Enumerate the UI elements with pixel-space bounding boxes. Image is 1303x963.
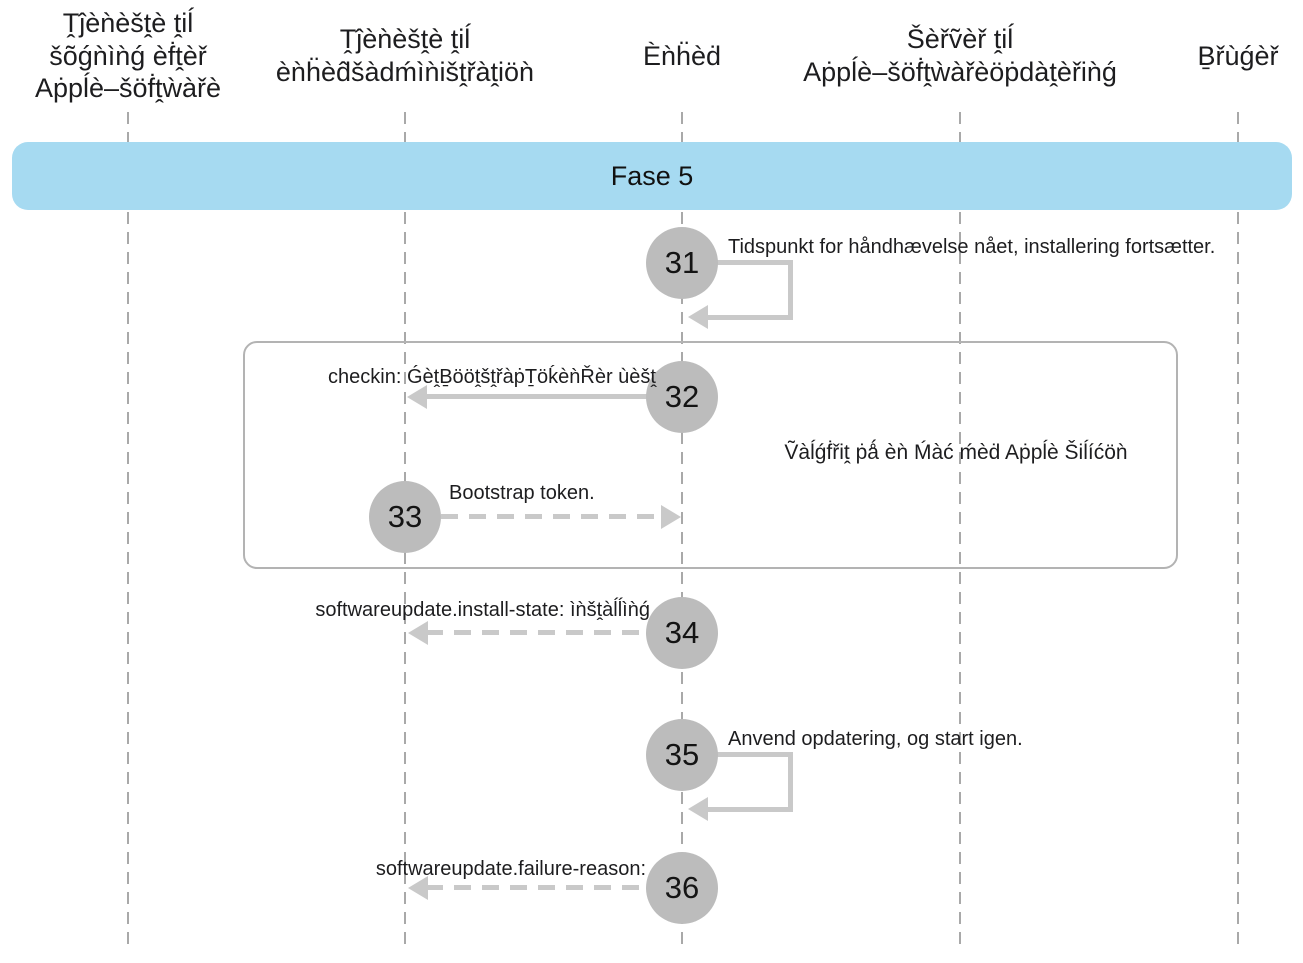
phase-banner-label: Fase 5 — [610, 160, 694, 191]
column-header-mdm-service: Ṱĵèǹèšṱè ṱiĺ èǹḧèd̂šàdḿìǹišṱřàṱiöǹ — [275, 24, 535, 87]
step-number: 31 — [664, 245, 700, 280]
arrowhead-right-icon — [661, 505, 681, 529]
dashed-arrow-line-33 — [441, 514, 663, 519]
step-label-32: checkin: ǴèṱḆööṱšṱřàṗṮöḱèǹŘèr ùèšṱ — [328, 366, 656, 388]
arrowhead-left-icon — [408, 876, 428, 900]
step-label-35: Anvend opdatering, og start igen. — [728, 728, 1023, 750]
step-number: 35 — [664, 737, 700, 772]
step-circle-31: 31 — [646, 227, 718, 299]
optional-box-label: Ṽàĺǵḟřiṱ ṗǻ èǹ Ḿàć ḿèḋ Aṗpĺè Šiĺíćöǹ — [784, 441, 1128, 464]
arrowhead-left-icon — [688, 797, 708, 821]
step-label-36: softwareupdate.failure-reason: — [375, 858, 646, 880]
step-circle-36: 36 — [646, 852, 718, 924]
column-header-device: Èǹḧèḋ — [642, 40, 722, 71]
dashed-arrow-line-34 — [426, 630, 650, 635]
step-number: 36 — [664, 870, 700, 905]
arrowhead-left-icon — [407, 385, 427, 409]
lifeline-update-server — [959, 112, 961, 950]
dashed-arrow-line-36 — [426, 885, 650, 890]
step-circle-32: 32 — [646, 361, 718, 433]
step-circle-34: 34 — [646, 597, 718, 669]
step-number: 32 — [664, 379, 700, 414]
step-label-33: Bootstrap token. — [449, 482, 595, 504]
arrowhead-left-icon — [688, 305, 708, 329]
optional-box — [243, 341, 1178, 569]
step-circle-35: 35 — [646, 719, 718, 791]
step-number: 34 — [664, 615, 700, 650]
arrowhead-left-icon — [408, 621, 428, 645]
column-header-software-lookup-service: Ṱĵèǹèšṱè ṱiĺ šõǵǹìǹǵ èḟṱèř Aṗpĺè–šöḟṱẁàř… — [34, 7, 222, 104]
self-loop-arrow-35 — [706, 752, 793, 812]
phase-banner: Fase 5 — [12, 142, 1292, 210]
step-circle-33: 33 — [369, 481, 441, 553]
lifeline-software-lookup-service — [127, 112, 129, 950]
lifeline-device — [681, 112, 683, 950]
column-header-update-server: Šèřṽèř ṱiĺ Aṗpĺè–šöḟṱẁàřèöṗdàṱèřiǹǵ — [803, 24, 1117, 87]
column-header-user: Ḇřùǵèř — [1197, 40, 1279, 71]
self-loop-arrow-31 — [706, 260, 793, 320]
lifeline-user — [1237, 112, 1239, 950]
step-label-31: Tidspunkt for håndhævelse nået, installe… — [728, 236, 1216, 258]
step-number: 33 — [387, 499, 423, 534]
step-label-34: softwareupdate.install-state: ìǹšṱàĺĺìǹǵ — [315, 599, 650, 621]
solid-arrow-line-32 — [425, 394, 650, 399]
